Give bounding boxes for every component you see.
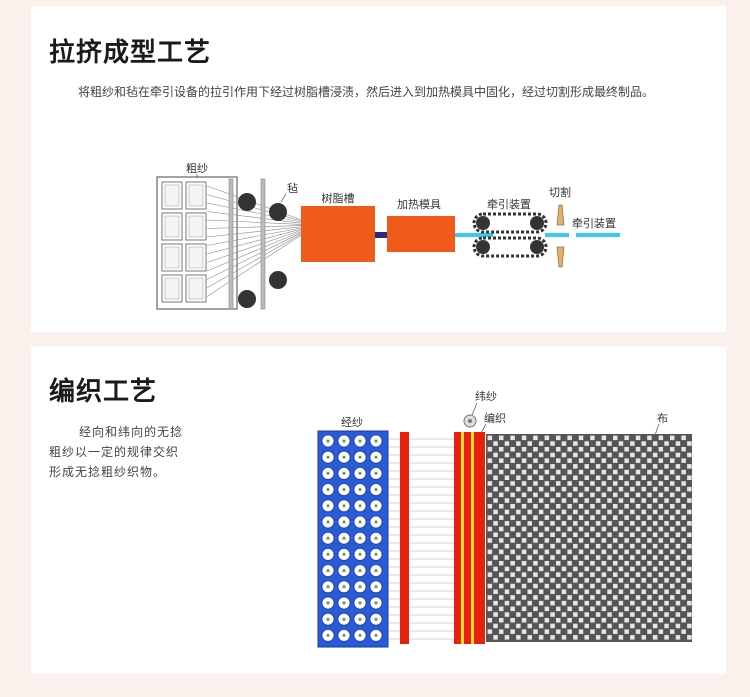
mat-roll-3: [269, 203, 287, 221]
mat-roll-1: [238, 193, 256, 211]
beam-1: [400, 432, 409, 644]
weaving-diagram: 经纱 纬纱 编织 布: [317, 390, 692, 648]
guide-plate-1: [228, 178, 234, 310]
resin-tank: [301, 206, 375, 262]
mat-roll-4: [269, 271, 287, 289]
pultrusion-card: 拉挤成型工艺 将粗纱和毡在牵引设备的拉引作用下经过树脂槽浸渍，然后进入到加热模具…: [31, 6, 726, 332]
weaving-description-line-3: 形成无捻粗纱织物。: [49, 465, 167, 479]
pultrusion-title: 拉挤成型工艺: [49, 38, 212, 68]
weft-label: 纬纱: [475, 390, 497, 403]
cutting-label: 切割: [549, 185, 571, 199]
resin-tank-label: 树脂槽: [322, 191, 355, 205]
puller: [472, 212, 548, 258]
pultrusion-diagram: 粗纱 毡 树脂槽 加热模具: [156, 162, 620, 310]
heated-die-label: 加热模具: [397, 198, 441, 211]
weaving-title: 编织工艺: [49, 377, 158, 407]
cloth-label: 布: [657, 412, 668, 425]
woven-cloth: [486, 434, 692, 642]
cutter-blade-bottom: [556, 246, 565, 268]
cutter-blade-top: [556, 204, 565, 226]
guide-plate-2: [260, 178, 266, 310]
puller2-label: 牵引装置: [572, 216, 616, 230]
weaving-description-line-1: 经向和纬向的无捻: [79, 425, 184, 439]
mat-label: 毡: [287, 182, 298, 195]
weaving-card: 编织工艺 经向和纬向的无捻 粗纱以一定的规律交织 形成无捻粗纱织物。 经纱 纬纱…: [31, 347, 726, 674]
heated-die: [387, 216, 455, 252]
roving-label: 粗纱: [186, 162, 208, 175]
weaving-description: 经向和纬向的无捻 粗纱以一定的规律交织 形成无捻粗纱织物。: [49, 422, 229, 482]
heddle-beam: [454, 432, 485, 644]
warp-label: 经纱: [341, 416, 363, 429]
roving-creel: [156, 176, 238, 310]
puller-label: 牵引装置: [487, 197, 531, 211]
pultrusion-description: 将粗纱和毡在牵引设备的拉引作用下经过树脂槽浸渍，然后进入到加热模具中固化，经过切…: [78, 85, 655, 99]
mat-roll-2: [238, 290, 256, 308]
weave-label: 编织: [484, 411, 506, 425]
weaving-description-line-2: 粗纱以一定的规律交织: [49, 445, 180, 459]
